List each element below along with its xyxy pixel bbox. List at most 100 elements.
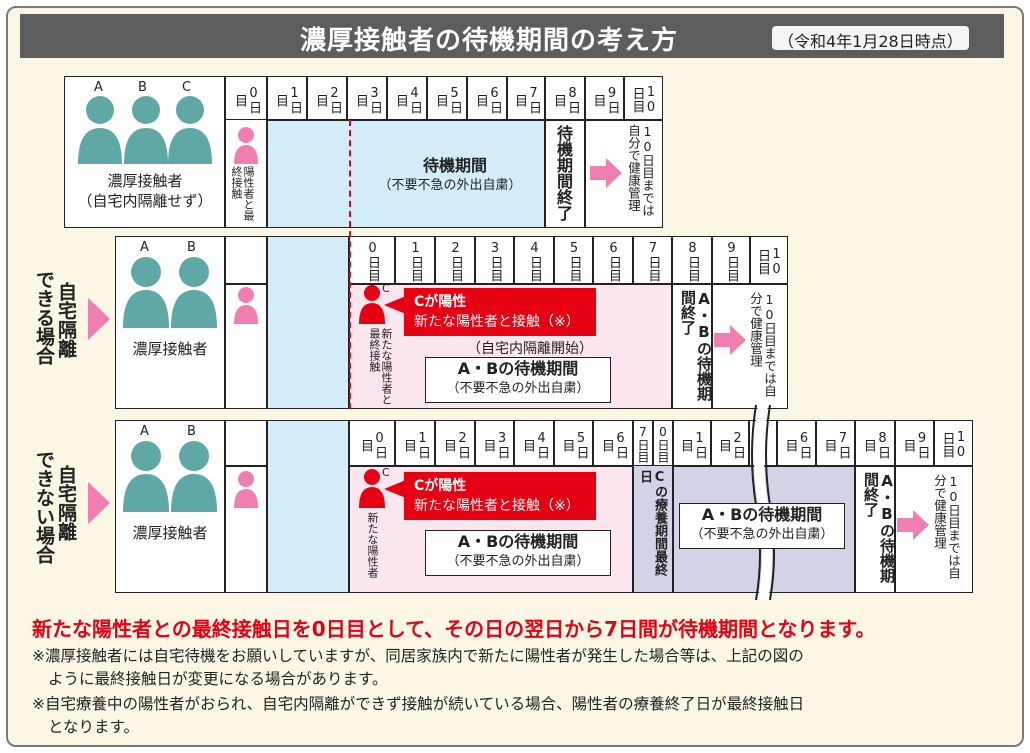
person-group-abc-icon	[78, 96, 212, 164]
row3-day-header: 2日目	[711, 420, 749, 466]
row3-day-header: 7日目	[816, 420, 855, 466]
last-contact-dashed-line	[349, 120, 351, 409]
row3-day-header: 1日目	[673, 420, 711, 466]
callout-pointer	[384, 296, 406, 314]
summary-headline: 新たな陽性者との最終接触日を0日目として、その日の翌日から7日間が待機期間となり…	[32, 617, 876, 641]
row2-day-header: 9日目	[712, 236, 750, 284]
positive-person-icon	[234, 287, 258, 324]
date-note: （令和4年1月28日時点）	[772, 26, 969, 51]
row1-day-header: 10日目	[624, 76, 663, 120]
row1-after-col	[585, 120, 663, 228]
row3-blank	[225, 420, 267, 466]
row3-period-box: A・Bの待機期間 （不要不急の外出自粛）	[425, 530, 611, 576]
person-group-ab-icon	[123, 257, 217, 328]
row3-day-header: 1日目	[395, 420, 435, 466]
row1-day-header: 6日目	[467, 76, 507, 120]
row3-day-header: 8日目	[855, 420, 895, 466]
row2-side-label: 自宅隔離	[55, 282, 77, 358]
row3-day-header: 2日目	[435, 420, 475, 466]
row2-person-col	[225, 284, 267, 409]
row2-day-header: 6日目	[593, 236, 633, 284]
row1-after: 10日目までは自分で健康管理	[626, 124, 655, 217]
row3-after: 10日目までは自分で健康管理	[932, 474, 961, 579]
row2-people-label: 濃厚接触者	[132, 340, 208, 358]
page-title: 濃厚接触者の待機期間の考え方	[300, 26, 679, 56]
arrow-right-icon	[590, 158, 622, 188]
note-1: ※濃厚接触者には自宅待機をお願いしていますが、同居家族内で新たに陽性者が発生した…	[32, 647, 804, 688]
row1-period-title: 待機期間	[422, 156, 487, 175]
row2-day-header: 1日目	[395, 236, 435, 284]
positive-person-icon	[234, 471, 258, 508]
row3-day-header: 6日目	[593, 420, 633, 466]
arrow-right-icon	[714, 325, 746, 355]
row2-home-iso: （自宅内隔離開始）	[467, 341, 593, 357]
row2-new-contact: 新たな陽性者と最終接触	[368, 328, 393, 405]
row2-after: 10日目までは自分で健康管理	[748, 292, 777, 397]
row2-period-box: A・Bの待機期間 （不要不急の外出自粛）	[425, 357, 611, 403]
positive-person-c-icon	[359, 469, 385, 508]
row3-new-positive: 新たな陽性者	[366, 512, 379, 578]
row2-c-positive-box: Cが陽性 新たな陽性者と接触（※）	[404, 288, 596, 336]
row1-day-header: 4日目	[387, 76, 427, 120]
row3-day-header: 9日目	[895, 420, 934, 466]
row2-day-header: 2日目	[435, 236, 475, 284]
title-bar: 濃厚接触者の待機期間の考え方 （令和4年1月28日時点）	[20, 14, 1004, 58]
letter-b: B	[138, 80, 147, 95]
letter-c: C	[382, 282, 390, 295]
row1-end-col	[545, 120, 585, 228]
row3-day-header: 7日目	[633, 420, 653, 466]
row1-day-header: 8日目	[545, 76, 585, 120]
row3-people-label: 濃厚接触者	[132, 524, 208, 542]
row2-day-header: 0日目	[349, 236, 395, 284]
row1-people-sublabel: （自宅内隔離せず）	[77, 192, 213, 210]
letter-c: C	[382, 466, 390, 479]
letter-b: B	[187, 240, 196, 255]
arrow-right-icon	[897, 510, 929, 540]
row2-day-header: 8日目	[672, 236, 712, 284]
row3-end: A・Bの待機期間終了	[862, 472, 896, 583]
row1-day-header: 1日目	[267, 76, 307, 120]
row3-day-header: 10日目	[934, 420, 973, 466]
letter-a: A	[140, 424, 149, 439]
row1-day-header: 0日目	[225, 76, 267, 120]
row1-period-sub: （不要不急の外出自粛）	[378, 178, 522, 193]
letter-b: B	[187, 424, 196, 439]
row1-day-header: 9日目	[585, 76, 624, 120]
row2-day-header: 10日目	[750, 236, 788, 284]
note-2: ※自宅療養中の陽性者がおられ、自宅内隔離ができず接触が続いている場合、陽性者の療…	[32, 695, 805, 736]
row1-people-label: 濃厚接触者	[107, 172, 183, 190]
row3-day-header: 0日目	[653, 420, 673, 466]
row2-day-header: 3日目	[475, 236, 514, 284]
row3-side-label: 自宅隔離	[55, 465, 77, 541]
row3-side-label-2: できない場合	[33, 450, 55, 564]
row3-day-header: 6日目	[777, 420, 816, 466]
row3-c-treat-last: Cの療養期間最終日	[637, 470, 667, 576]
letter-a: A	[94, 80, 103, 95]
row1-end: 待機期間終了	[554, 125, 573, 221]
positive-person-icon	[234, 127, 258, 164]
letter-a: A	[140, 240, 149, 255]
row3-day-header: 3日目	[475, 420, 514, 466]
row2-blank	[225, 236, 267, 284]
row3-day-header: 5日目	[554, 420, 593, 466]
row2-waiting-area	[267, 236, 349, 409]
row1-day-header: 3日目	[347, 76, 387, 120]
row1-day-header: 2日目	[307, 76, 347, 120]
row3-period2-box: A・Bの待機期間 （不要不急の外出自粛）	[679, 503, 845, 549]
row2-end-col	[672, 284, 712, 409]
row2-side-label-2: できる場合	[33, 270, 55, 365]
row2-day-header: 4日目	[514, 236, 554, 284]
arrow-right-icon	[88, 298, 110, 340]
row3-end-col	[855, 466, 895, 593]
row1-last-contact: 陽性者と最終接触	[230, 166, 255, 221]
row1-waiting-area	[267, 120, 545, 228]
row2-end: A・Bの待機期間終了	[679, 290, 713, 401]
row3-waiting-area	[267, 420, 349, 593]
row2-day-header: 5日目	[554, 236, 593, 284]
callout-pointer	[384, 480, 406, 498]
row3-person-col	[225, 466, 267, 593]
row3-c-positive-box: Cが陽性 新たな陽性者と接触（※）	[404, 472, 596, 520]
letter-c: C	[182, 80, 192, 95]
row3-day-header: 4日目	[514, 420, 554, 466]
arrow-right-icon	[88, 482, 110, 524]
